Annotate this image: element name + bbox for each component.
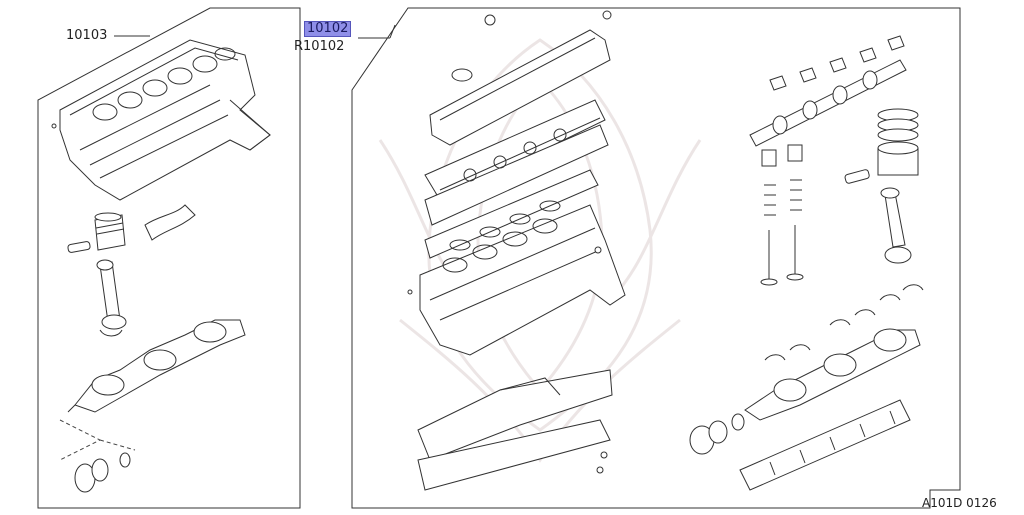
- crankshaft-right: [744, 328, 921, 421]
- crankshaft-left: [67, 319, 246, 413]
- cam-cover: [429, 10, 612, 146]
- valves-and-springs: [760, 144, 804, 286]
- callout-10102-highlighted[interactable]: 10102: [304, 21, 352, 37]
- leader-10102-tail: [389, 24, 396, 39]
- fasteners: [51, 123, 608, 474]
- piston-pin-right: [844, 169, 870, 184]
- cylinder-block: [59, 39, 271, 201]
- crank-pulley-left: [74, 452, 131, 493]
- crank-sprocket-right: [689, 413, 745, 455]
- left-kit-frame: [37, 7, 301, 509]
- oil-pan: [417, 369, 613, 491]
- rod-bearing-left: [99, 329, 123, 337]
- connecting-rod-cap-upper: [144, 204, 196, 241]
- main-caps: [739, 399, 911, 491]
- cylinder-head: [424, 99, 609, 226]
- piston-rings: [877, 108, 919, 142]
- main-bearings: [764, 284, 924, 361]
- piston-pin-left: [67, 241, 91, 253]
- figure-code: A101D 0126: [922, 496, 997, 510]
- head-gasket: [424, 169, 599, 259]
- cylinder-block-right: [419, 204, 626, 356]
- piston-left: [94, 212, 126, 251]
- connecting-rod-left: [96, 259, 127, 330]
- callout-10103[interactable]: 10103: [66, 28, 108, 43]
- right-kit-frame: [351, 7, 961, 509]
- connecting-rod-right: [880, 187, 912, 264]
- callout-r10102[interactable]: R10102: [294, 39, 345, 54]
- crank-leader-left: [59, 419, 136, 461]
- cam-caps: [769, 35, 905, 91]
- piston-right: [877, 141, 919, 176]
- camshaft: [749, 59, 907, 147]
